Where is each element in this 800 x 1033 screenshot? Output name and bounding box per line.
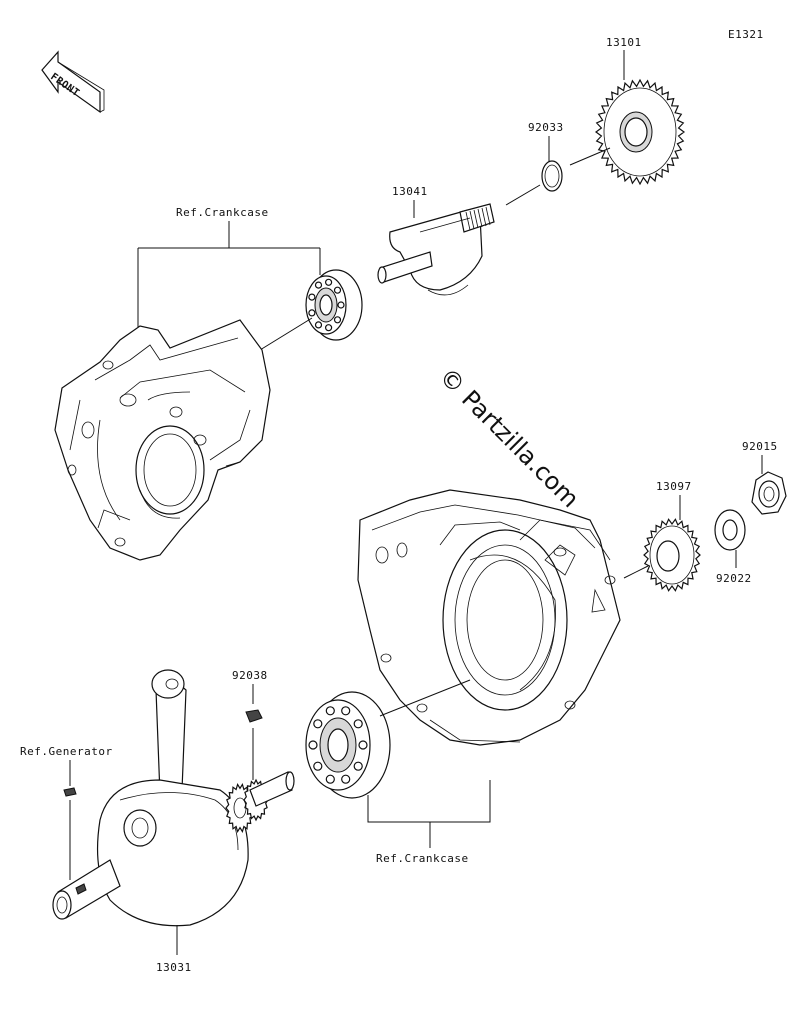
callout-13101: 13101 bbox=[606, 36, 642, 49]
front-arrow-icon: FRONT bbox=[41, 50, 105, 114]
washer-92022[interactable] bbox=[714, 509, 746, 551]
crankshaft-13031[interactable] bbox=[52, 669, 295, 927]
key-generator[interactable] bbox=[63, 787, 77, 797]
crankcase-left-upper[interactable] bbox=[54, 319, 271, 561]
callout-13031: 13031 bbox=[156, 961, 192, 974]
bearing-lower[interactable] bbox=[305, 691, 391, 799]
callout-13097: 13097 bbox=[656, 480, 692, 493]
circlip-92033[interactable] bbox=[541, 160, 563, 192]
nut-92015[interactable] bbox=[751, 471, 787, 515]
diagram-code: E1321 bbox=[728, 28, 764, 41]
callout-ref-crankcase-top: Ref.Crankcase bbox=[176, 206, 269, 219]
gear-13101[interactable] bbox=[594, 78, 686, 186]
callout-ref-crankcase-bottom: Ref.Crankcase bbox=[376, 852, 469, 865]
callout-92015: 92015 bbox=[742, 440, 778, 453]
gear-13097[interactable] bbox=[643, 518, 701, 592]
callout-92038: 92038 bbox=[232, 669, 268, 682]
crankcase-right[interactable] bbox=[357, 489, 621, 746]
callout-13041: 13041 bbox=[392, 185, 428, 198]
bearing-upper[interactable] bbox=[305, 269, 363, 341]
callout-ref-generator: Ref.Generator bbox=[20, 745, 113, 758]
key-92038[interactable] bbox=[245, 709, 263, 723]
balancer-shaft-13041[interactable] bbox=[377, 203, 495, 296]
callout-92022: 92022 bbox=[716, 572, 752, 585]
callout-92033: 92033 bbox=[528, 121, 564, 134]
